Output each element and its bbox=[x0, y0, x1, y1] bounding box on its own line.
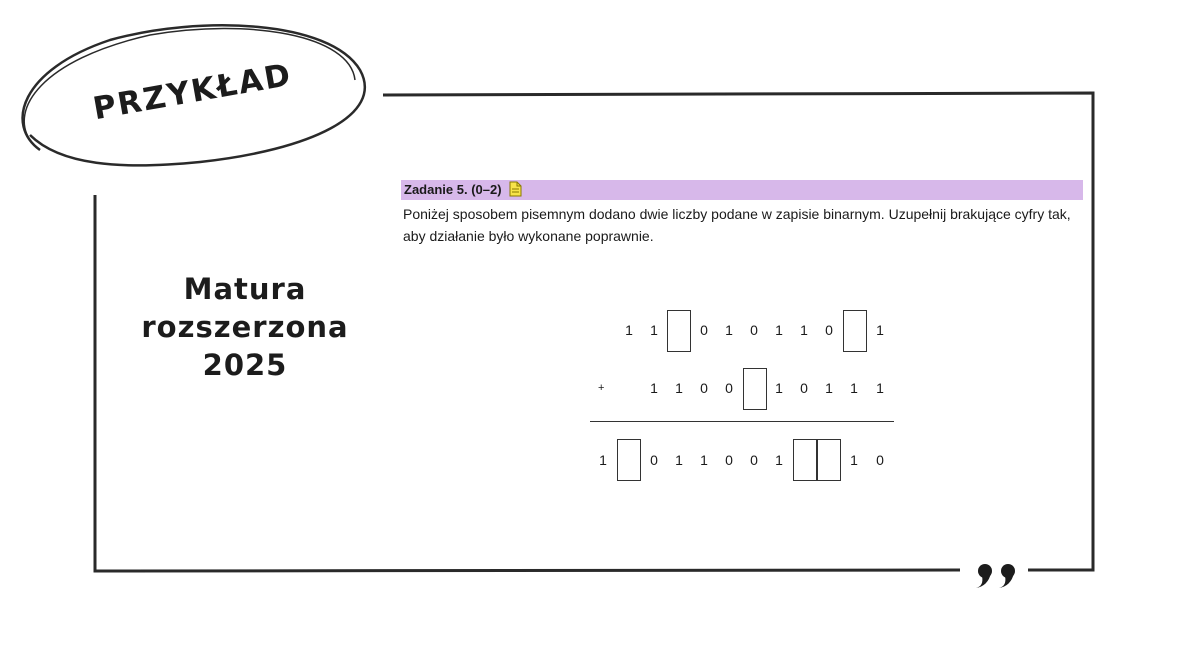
digit: 1 bbox=[800, 322, 808, 338]
digit: 0 bbox=[725, 452, 733, 468]
task-header: Zadanie 5. (0–2) bbox=[401, 180, 1083, 200]
digit: 1 bbox=[775, 380, 783, 396]
side-title-line3: 2025 bbox=[202, 348, 288, 382]
side-title-line1: Matura bbox=[183, 272, 307, 306]
digit: 1 bbox=[599, 452, 607, 468]
plus-sign: + bbox=[598, 382, 605, 394]
digit: 1 bbox=[825, 380, 833, 396]
missing-digit-box[interactable] bbox=[617, 439, 641, 481]
task-title: Zadanie 5. (0–2) bbox=[404, 182, 502, 197]
digit: 0 bbox=[700, 322, 708, 338]
digit: 1 bbox=[876, 322, 884, 338]
missing-digit-box[interactable] bbox=[743, 368, 767, 410]
digit: 1 bbox=[700, 452, 708, 468]
digit: 1 bbox=[850, 452, 858, 468]
digit: 0 bbox=[700, 380, 708, 396]
digit: 1 bbox=[650, 380, 658, 396]
missing-digit-box[interactable] bbox=[843, 310, 867, 352]
digit: 1 bbox=[650, 322, 658, 338]
digit: 0 bbox=[650, 452, 658, 468]
digit: 0 bbox=[750, 322, 758, 338]
missing-digit-box[interactable] bbox=[793, 439, 817, 481]
side-title: Matura rozszerzona 2025 bbox=[120, 270, 370, 384]
digit: 1 bbox=[775, 452, 783, 468]
digit: 0 bbox=[825, 322, 833, 338]
digit: 1 bbox=[625, 322, 633, 338]
digit: 0 bbox=[876, 452, 884, 468]
digit: 1 bbox=[775, 322, 783, 338]
quote-icon bbox=[976, 564, 1015, 588]
document-icon[interactable] bbox=[509, 181, 522, 197]
task-description: Poniżej sposobem pisemnym dodano dwie li… bbox=[403, 206, 1071, 244]
digit: 0 bbox=[725, 380, 733, 396]
digit: 1 bbox=[876, 380, 884, 396]
side-title-line2: rozszerzona bbox=[141, 310, 349, 344]
digit: 1 bbox=[675, 380, 683, 396]
digit: 0 bbox=[750, 452, 758, 468]
digit: 0 bbox=[800, 380, 808, 396]
sum-line bbox=[590, 421, 894, 422]
digit: 1 bbox=[675, 452, 683, 468]
missing-digit-box[interactable] bbox=[667, 310, 691, 352]
missing-digit-box[interactable] bbox=[817, 439, 841, 481]
digit: 1 bbox=[850, 380, 858, 396]
digit: 1 bbox=[725, 322, 733, 338]
